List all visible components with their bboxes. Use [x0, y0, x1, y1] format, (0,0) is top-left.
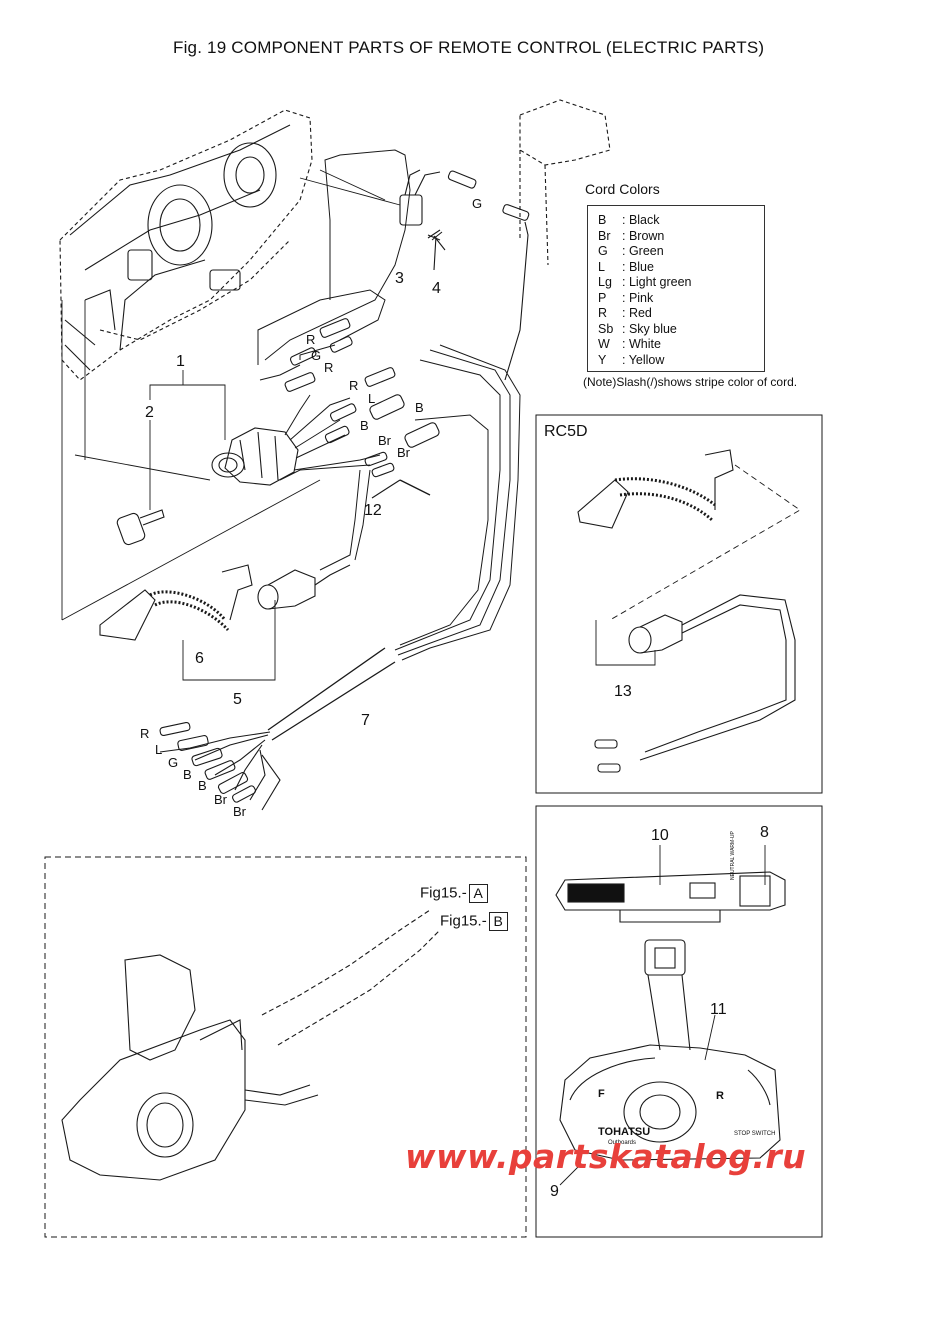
wire-label-g-top: G	[472, 196, 483, 211]
legend-row: W: White	[598, 337, 661, 351]
wire-label-br1: Br	[378, 433, 391, 448]
wire-label-l1: L	[368, 391, 376, 406]
legend-row: R: Red	[598, 306, 652, 320]
callout-13: 13	[614, 683, 632, 700]
callout-10: 10	[651, 827, 669, 844]
legend-row: G: Green	[598, 244, 664, 258]
wire-label-b3: B	[183, 767, 192, 782]
callout-9: 9	[550, 1183, 559, 1200]
neutral-warmup-plate	[555, 871, 786, 923]
rc5d-lanyard	[577, 449, 801, 621]
main-switch	[211, 427, 299, 486]
stop-switch-text: STOP SWITCH	[734, 1131, 776, 1137]
reverse-mark: R	[716, 1090, 724, 1102]
legend-row: Sb: Sky blue	[598, 321, 677, 336]
wire-label-br3: Br	[214, 792, 227, 807]
lever-top	[519, 99, 611, 266]
connectors-upper	[284, 318, 440, 478]
control-lever-11	[559, 939, 781, 1161]
callout-2: 2	[145, 404, 154, 421]
forward-mark: F	[598, 1088, 605, 1100]
callout-6: 6	[195, 650, 204, 667]
watermark: www.partskatalog.ru	[405, 1137, 807, 1176]
fig-ref-a: Fig15.-A	[420, 884, 488, 903]
callout-11: 11	[710, 1001, 727, 1018]
brand-sub: Outboards	[608, 1140, 637, 1146]
key	[116, 509, 165, 546]
fig-ref-b: Fig15.-B	[440, 912, 508, 931]
cord-colors-heading: Cord Colors	[585, 181, 660, 197]
page-title: Fig. 19 COMPONENT PARTS OF REMOTE CONTRO…	[173, 38, 765, 57]
legend-row: P: Pink	[598, 290, 654, 305]
callout-1: 1	[176, 353, 185, 370]
stripe-note: (Note)Slash(/)shows stripe color of cord…	[583, 375, 798, 389]
wire-label-r1: R	[306, 332, 316, 347]
stop-switch-5	[257, 564, 351, 610]
legend-row: B: Black	[598, 213, 660, 227]
cord-colors-legend: B: Black Br: Brown G: Green L: Blue Lg: …	[587, 205, 765, 372]
rc5d-panel-frame	[535, 414, 823, 794]
cables-fig15	[261, 909, 441, 1046]
legend-row: L: Blue	[598, 259, 654, 274]
legend-row: Y: Yellow	[598, 352, 665, 367]
wire-label-br2: Br	[397, 445, 410, 460]
relay-3	[399, 169, 477, 251]
wire-label-r2: R	[324, 360, 334, 375]
callout-7: 7	[361, 712, 370, 729]
wire-label-g1: G	[311, 348, 322, 363]
side-mount-control	[61, 954, 319, 1181]
neutral-warmup-text: NEUTRAL WARM-UP	[730, 831, 736, 880]
wire-label-g2: G	[168, 755, 179, 770]
callout-3: 3	[395, 270, 404, 287]
brand-logo: TOHATSU	[598, 1126, 651, 1138]
wire-label-b2: B	[360, 418, 369, 433]
rc5d-plug	[594, 594, 796, 773]
callout-5: 5	[233, 691, 242, 708]
wire-label-r4: R	[140, 726, 150, 741]
wire-label-b4: B	[198, 778, 207, 793]
legend-row: Lg: Light green	[598, 275, 692, 289]
wire-label-b1: B	[415, 400, 424, 415]
wire-label-l2: L	[155, 742, 163, 757]
wire-label-r3: R	[349, 378, 359, 393]
callout-12: 12	[364, 502, 382, 519]
callout-8: 8	[760, 824, 769, 841]
harness-7	[159, 647, 396, 811]
control-box-housing	[59, 109, 313, 381]
lanyard-6	[99, 564, 253, 641]
control-panel-frame	[535, 805, 823, 1238]
screw-4	[427, 234, 441, 271]
harness-bundle	[319, 344, 521, 661]
wire-label-br4: Br	[233, 804, 246, 819]
legend-row: Br: Brown	[598, 228, 665, 243]
callout-4: 4	[432, 280, 441, 297]
rc5d-label: RC5D	[544, 423, 588, 440]
